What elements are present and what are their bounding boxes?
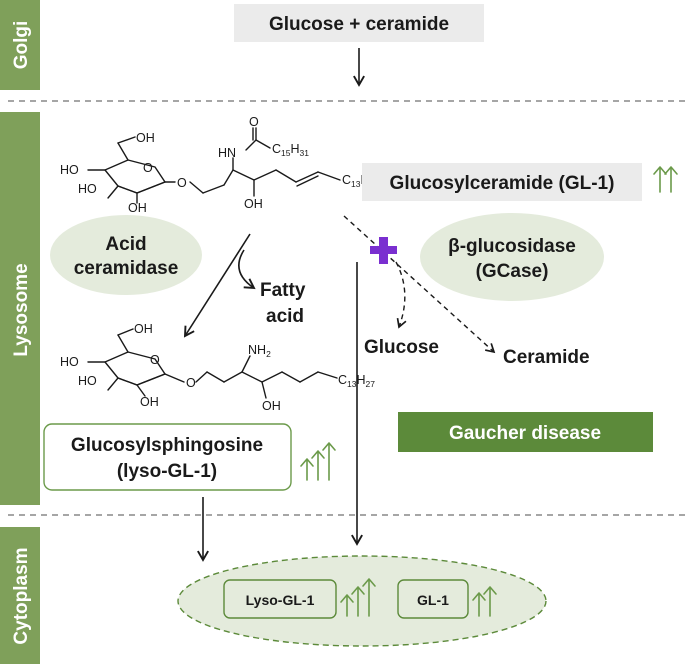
glucose-ceramide-label: Glucose + ceramide [269, 14, 449, 35]
cytoplasm-gl1-increase-icon [472, 586, 497, 617]
svg-text:OH: OH [244, 197, 263, 211]
svg-text:OH: OH [136, 131, 155, 145]
svg-text:OH: OH [128, 201, 147, 215]
acid-ceramidase-line2: ceramidase [74, 258, 179, 279]
glucose-release-arrow [395, 261, 407, 329]
gcase-reaction-arrow [343, 215, 496, 354]
glucosylceramide-box [362, 163, 642, 201]
gcase-line2: (GCase) [476, 261, 549, 282]
svg-text:O: O [249, 115, 259, 129]
svg-text:HN: HN [218, 146, 236, 160]
glucosylsphingosine-line1: Glucosylsphingosine [71, 435, 263, 456]
glucosylceramide-structure: OH HO HO OH O O OH HN O C15H31 C13H27 [60, 115, 379, 215]
ceramide-product-label: Ceramide [503, 347, 590, 368]
gl1-increase-icon [653, 166, 678, 193]
lysosome-label: Lysosome [11, 263, 32, 356]
glucose-ceramide-box [234, 4, 484, 42]
svg-text:OH: OH [140, 395, 159, 409]
fatty-acid-release-arrow [238, 249, 256, 290]
svg-text:OH: OH [262, 399, 281, 413]
svg-text:OH: OH [134, 322, 153, 336]
acid-ceramidase-ellipse [50, 215, 202, 295]
glucosylsphingosine-structure: OH HO HO OH O O OH NH2 C13H27 [60, 322, 375, 413]
cytoplasm-gl1-label: GL-1 [417, 592, 449, 608]
glucosylceramide-label: Glucosylceramide (GL-1) [390, 173, 615, 194]
fatty-acid-line2: acid [266, 306, 304, 327]
svg-text:O: O [143, 161, 153, 175]
cytoplasm-lyso-box [223, 579, 337, 619]
svg-text:HO: HO [60, 355, 79, 369]
svg-text:HO: HO [78, 182, 97, 196]
cytoplasm-label: Cytoplasm [11, 547, 32, 644]
glucose-product-label: Glucose [364, 337, 439, 358]
cytoplasm-gl1-box [397, 579, 469, 619]
svg-text:O: O [150, 353, 160, 367]
gaucher-disease-label: Gaucher disease [449, 423, 601, 444]
gcase-ellipse [420, 213, 604, 301]
cytoplasm-ellipse [177, 555, 547, 647]
acid-ceramidase-line1: Acid [105, 234, 146, 255]
cytoplasm-band [0, 527, 40, 664]
golgi-band [0, 0, 40, 90]
svg-text:O: O [177, 176, 187, 190]
golgi-label: Golgi [11, 21, 32, 70]
glucosylsphingosine-line2: (lyso-GL-1) [117, 461, 217, 482]
glucosylsphingosine-box [43, 423, 292, 491]
gcase-line1: β-glucosidase [448, 236, 576, 257]
lysosome-band [0, 112, 40, 505]
cytoplasm-lyso-label: Lyso-GL-1 [246, 592, 315, 608]
svg-text:HO: HO [78, 374, 97, 388]
lyso-increase-icon [300, 442, 336, 481]
svg-text:HO: HO [60, 163, 79, 177]
svg-text:O: O [186, 376, 196, 390]
ceramidase-reaction-arrow [183, 233, 251, 338]
gaucher-disease-box [398, 412, 653, 452]
svg-text:C15H31: C15H31 [272, 142, 309, 158]
cytoplasm-lyso-increase-icon [340, 578, 376, 617]
svg-text:C13H27: C13H27 [338, 373, 375, 389]
fatty-acid-line1: Fatty [260, 280, 306, 301]
svg-text:NH2: NH2 [248, 343, 271, 359]
gcase-deficiency-plus-icon [370, 237, 397, 264]
